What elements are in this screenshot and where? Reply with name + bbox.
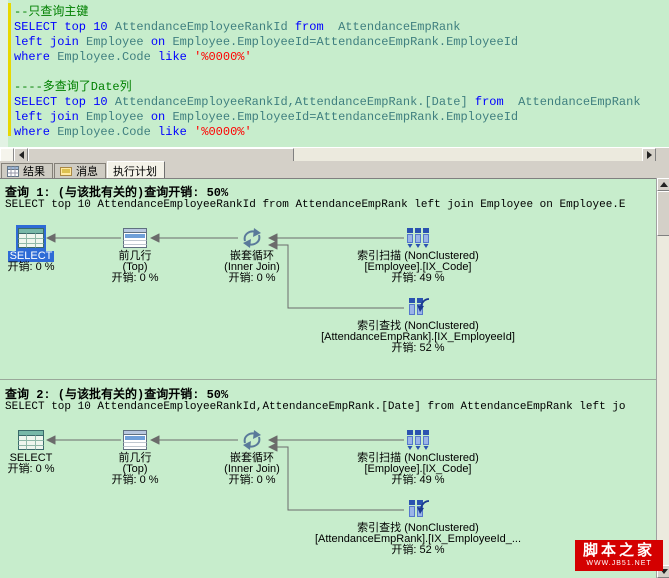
sql-string: '%0000%' (194, 125, 252, 139)
code-line: SELECT top 10 AttendanceEmployeeRankId,A… (14, 95, 641, 109)
code-line: ----多查询了Date列 (14, 80, 641, 95)
right-arrow-icon (646, 151, 656, 159)
tab-execution-plan[interactable]: 执行计划 (107, 161, 165, 178)
sql-comment: ----多查询了Date列 (14, 80, 132, 94)
plan-vscrollbar[interactable] (656, 178, 669, 578)
node-cost: 开销: 0 % (111, 272, 159, 284)
node-title: 前几行 (118, 250, 152, 262)
query1-header: 查询 1: (与该批有关的)查询开销: 50% (5, 186, 229, 200)
query2-header: 查询 2: (与该批有关的)查询开销: 50% (5, 388, 229, 402)
index-seek-icon (403, 295, 433, 321)
node-cost: 开销: 0 % (228, 474, 276, 486)
tab-label: 消息 (76, 166, 98, 178)
node-cost: 开销: 0 % (7, 463, 55, 475)
scroll-up-button[interactable] (657, 178, 669, 191)
sql-editor[interactable]: --只查询主键 SELECT top 10 AttendanceEmployee… (0, 0, 669, 147)
node-subtitle: [AttendanceEmpRank].[IX_EmployeeId] (321, 331, 515, 343)
editor-margin (0, 0, 8, 147)
code-line: left join Employee on Employee.EmployeeI… (14, 35, 519, 49)
node-title: SELECT (7, 250, 55, 262)
tab-label: 结果 (23, 166, 45, 178)
nested-loop-icon (237, 225, 267, 251)
index-scan-icon (403, 225, 433, 251)
plan-node-index-scan-q2[interactable]: 索引扫描 (NonClustered) [Employee].[IX_Code]… (323, 427, 513, 486)
results-tabbar: 结果 消息 执行计划 (0, 161, 669, 178)
code-line: left join Employee on Employee.EmployeeI… (14, 110, 519, 124)
node-subtitle: [AttendanceEmpRank].[IX_EmployeeId_... (314, 533, 522, 545)
node-title: 索引扫描 (NonClustered) (357, 250, 479, 262)
node-cost: 开销: 0 % (7, 261, 55, 273)
result-icon (16, 427, 46, 453)
node-cost: 开销: 52 % (391, 342, 445, 354)
tab-messages[interactable]: 消息 (54, 163, 106, 178)
plan-node-select-q1[interactable]: SELECT 开销: 0 % (0, 225, 63, 273)
up-arrow-icon (659, 178, 668, 187)
node-subtitle: (Top) (122, 463, 148, 475)
index-scan-icon (403, 427, 433, 453)
watermark-title: 脚本之家 (582, 542, 655, 559)
code-line: --只查询主键 (14, 5, 641, 20)
result-icon (16, 225, 46, 251)
node-title: 嵌套循环 (230, 452, 274, 464)
grid-icon (7, 165, 19, 177)
plan-node-top-q1[interactable]: 前几行 (Top) 开销: 0 % (100, 225, 170, 284)
message-icon (60, 166, 72, 176)
node-subtitle: [Employee].[IX_Code] (364, 463, 472, 475)
node-title: 嵌套循环 (230, 250, 274, 262)
node-title: SELECT (9, 452, 53, 464)
plan-node-index-scan-q1[interactable]: 索引扫描 (NonClustered) [Employee].[IX_Code]… (323, 225, 513, 284)
plan-node-index-seek-q2[interactable]: 索引查找 (NonClustered) [AttendanceEmpRank].… (303, 497, 533, 556)
left-arrow-icon (15, 151, 24, 159)
scrollbar-corner (656, 148, 669, 162)
plan-node-nested-loop-q2[interactable]: 嵌套循环 (Inner Join) 开销: 0 % (207, 427, 297, 486)
sql-comment: --只查询主键 (14, 5, 89, 19)
code-line: where Employee.Code like '%0000%' (14, 50, 252, 64)
top-icon (120, 225, 150, 251)
plan-node-index-seek-q1[interactable]: 索引查找 (NonClustered) [AttendanceEmpRank].… (303, 295, 533, 354)
node-title: 索引查找 (NonClustered) (357, 522, 479, 534)
node-subtitle: [Employee].[IX_Code] (364, 261, 472, 273)
scroll-right-button[interactable] (642, 148, 656, 162)
sql-code: --只查询主键 SELECT top 10 AttendanceEmployee… (14, 5, 641, 140)
node-title: 索引扫描 (NonClustered) (357, 452, 479, 464)
node-title: 索引查找 (NonClustered) (357, 320, 479, 332)
splitter-box[interactable] (0, 148, 14, 162)
hscroll-thumb[interactable] (28, 148, 294, 162)
node-cost: 开销: 0 % (111, 474, 159, 486)
plan-node-nested-loop-q1[interactable]: 嵌套循环 (Inner Join) 开销: 0 % (207, 225, 297, 284)
change-tracking-bar (8, 3, 11, 136)
plan-node-select-q2[interactable]: SELECT 开销: 0 % (0, 427, 63, 475)
node-cost: 开销: 0 % (228, 272, 276, 284)
tab-label: 执行计划 (113, 165, 157, 178)
top-icon (120, 427, 150, 453)
watermark-site: WWW.JB51.NET (586, 560, 652, 567)
index-seek-icon (403, 497, 433, 523)
node-cost: 开销: 52 % (391, 544, 445, 556)
section-separator (0, 379, 656, 380)
code-line (14, 65, 641, 80)
node-cost: 开销: 49 % (391, 272, 445, 284)
query2-statement: SELECT top 10 AttendanceEmployeeRankId,A… (5, 401, 626, 413)
code-line: SELECT top 10 AttendanceEmployeeRankId f… (14, 20, 461, 34)
node-subtitle: (Inner Join) (224, 463, 280, 475)
scroll-left-button[interactable] (14, 148, 28, 162)
code-line: where Employee.Code like '%0000%' (14, 125, 252, 139)
node-title: 前几行 (118, 452, 152, 464)
vscroll-thumb[interactable] (657, 191, 669, 236)
node-subtitle: (Inner Join) (224, 261, 280, 273)
watermark-logo: 脚本之家 WWW.JB51.NET (575, 540, 663, 571)
query1-statement: SELECT top 10 AttendanceEmployeeRankId f… (5, 199, 626, 211)
node-cost: 开销: 49 % (391, 474, 445, 486)
plan-node-top-q2[interactable]: 前几行 (Top) 开销: 0 % (100, 427, 170, 486)
node-subtitle: (Top) (122, 261, 148, 273)
editor-hscrollbar[interactable] (0, 147, 669, 162)
nested-loop-icon (237, 427, 267, 453)
down-arrow-icon (659, 569, 668, 578)
execution-plan-panel: 查询 1: (与该批有关的)查询开销: 50% SELECT top 10 At… (0, 178, 656, 578)
tab-results[interactable]: 结果 (1, 163, 53, 178)
sql-string: '%0000%' (194, 50, 252, 64)
